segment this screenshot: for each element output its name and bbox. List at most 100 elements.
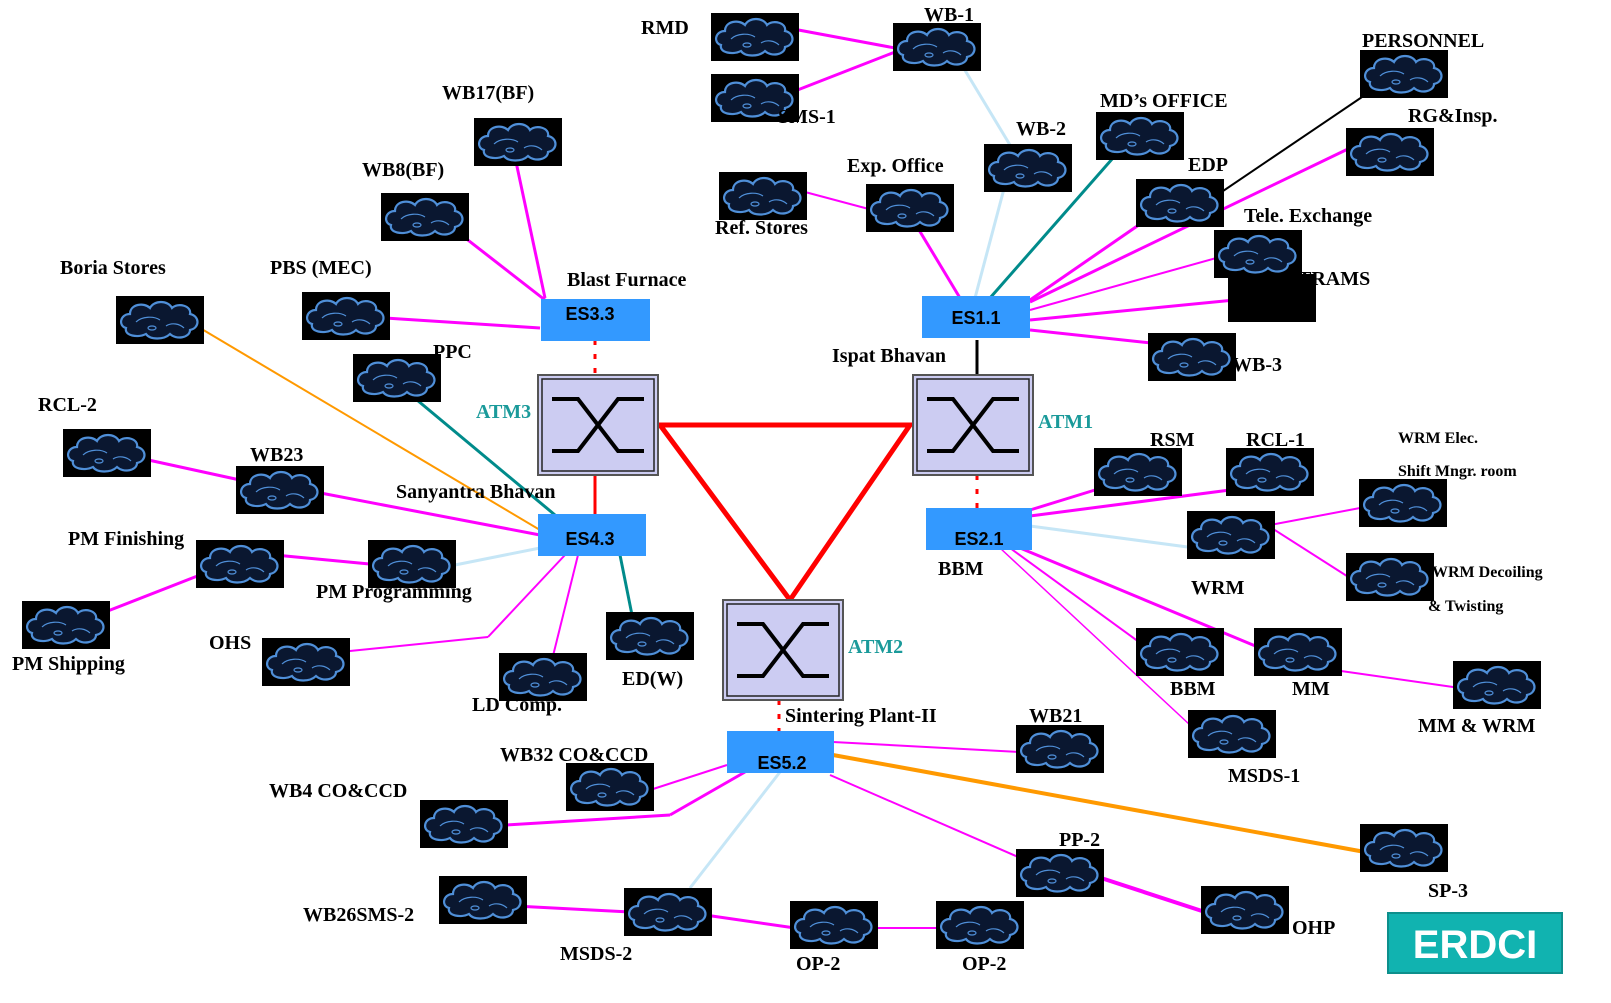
cloud-wb1-icon[interactable] (891, 21, 983, 73)
cloud-mds-office-icon[interactable] (1094, 110, 1186, 162)
cloud-wrm-icon[interactable] (1185, 509, 1277, 561)
cloud-wb26-icon[interactable] (437, 874, 529, 926)
cloud-boria-icon[interactable] (114, 294, 206, 346)
cloud-pm-shipping-icon[interactable] (20, 599, 112, 651)
cloud-ohs-icon[interactable] (260, 636, 352, 688)
label-wrm-decoiling: WRM Decoiling (1432, 564, 1543, 581)
cloud-rcl1-icon[interactable] (1224, 446, 1316, 498)
trams-node[interactable] (1228, 274, 1316, 322)
edge-switch-es33[interactable]: ES3.3 (541, 299, 650, 341)
atm-switch-3[interactable] (536, 373, 660, 477)
cloud-wb3-icon[interactable] (1146, 331, 1238, 383)
cloud-personnel-icon[interactable] (1358, 48, 1450, 100)
label-trams: TRAMS (1298, 268, 1370, 290)
cloud-op2b-icon[interactable] (934, 899, 1026, 951)
label-shift-mngr: Shift Mngr. room (1398, 463, 1517, 480)
label-rcl1: RCL-1 (1246, 429, 1305, 451)
cloud-mm-icon[interactable] (1252, 626, 1344, 678)
cloud-edw-icon[interactable] (604, 610, 696, 662)
cloud-wrm-elec-icon[interactable] (1357, 477, 1449, 529)
network-nodes (20, 11, 1543, 951)
cloud-wb23-icon[interactable] (234, 464, 326, 516)
svg-text:ES2.1: ES2.1 (954, 529, 1003, 549)
cloud-ppc-icon[interactable] (351, 352, 443, 404)
cloud-wb4-icon[interactable] (418, 798, 510, 850)
cloud-rmd-icon[interactable] (709, 11, 801, 63)
cloud-sp3-icon[interactable] (1358, 822, 1450, 874)
cloud-bbm-icon[interactable] (1134, 626, 1226, 678)
label-wrm-elec: WRM Elec. (1398, 430, 1478, 447)
label-wb1: WB-1 (924, 4, 974, 26)
logo-text: ERDCI (1413, 923, 1537, 967)
label-wb26: WB26SMS-2 (303, 904, 414, 926)
label-mm-wrm: MM & WRM (1418, 715, 1535, 737)
label-pbs: PBS (MEC) (270, 257, 372, 279)
cloud-rsm-icon[interactable] (1092, 446, 1184, 498)
label-pp2: PP-2 (1059, 829, 1100, 851)
cloud-ref-stores-icon[interactable] (717, 170, 809, 222)
atm-switch-1[interactable] (911, 373, 1035, 477)
cloud-pm-finishing-icon[interactable] (194, 538, 286, 590)
label-ppc: PPC (433, 341, 472, 363)
label-ohp: OHP (1292, 917, 1335, 939)
label-tele-exchange: Tele. Exchange (1244, 205, 1372, 227)
erdci-logo: ERDCI (1387, 912, 1563, 974)
edge-switch-es11[interactable]: ES1.1 (922, 296, 1030, 338)
cloud-wb21-icon[interactable] (1014, 723, 1106, 775)
label-sms1: SMS-1 (778, 106, 836, 128)
label-msds1: MSDS-1 (1228, 765, 1300, 787)
label-exp-office: Exp. Office (847, 155, 944, 177)
cloud-wrm-decoiling-icon[interactable] (1344, 551, 1436, 603)
backbone-ring (655, 422, 915, 605)
label-edp: EDP (1188, 154, 1228, 176)
atm3-label: ATM3 (476, 401, 531, 423)
label-wb8: WB8(BF) (362, 159, 444, 181)
label-rmd: RMD (641, 17, 689, 39)
cloud-op2a-icon[interactable] (788, 899, 880, 951)
cloud-edp-icon[interactable] (1134, 177, 1226, 229)
label-ld-comp: LD Comp. (472, 694, 562, 716)
label-ref-stores: Ref. Stores (715, 217, 808, 239)
cloud-tele-exchange-icon[interactable] (1212, 228, 1304, 280)
label-wb4: WB4 CO&CCD (269, 780, 407, 802)
label-personnel: PERSONNEL (1362, 30, 1484, 52)
cloud-msds2-icon[interactable] (622, 886, 714, 938)
label-mds-office: MD’s OFFICE (1100, 90, 1228, 112)
edge-switch-es43[interactable]: ES4.3 (538, 514, 646, 556)
atm2-label: ATM2 (848, 636, 903, 658)
svg-text:ES3.3: ES3.3 (565, 304, 614, 324)
label-bbm: BBM (1170, 678, 1216, 700)
edge-switch-es52[interactable]: ES5.2 (727, 731, 834, 773)
label-pm-shipping: PM Shipping (12, 653, 125, 675)
label-twisting: & Twisting (1428, 598, 1503, 615)
cloud-ohp-icon[interactable] (1199, 884, 1291, 936)
label-msds2: MSDS-2 (560, 943, 632, 965)
label-sp3: SP-3 (1428, 880, 1468, 902)
svg-text:ES5.2: ES5.2 (757, 753, 806, 773)
svg-text:ES1.1: ES1.1 (951, 308, 1000, 328)
atm1-label: ATM1 (1038, 411, 1093, 433)
site-label-sanyantra-bhavan: Sanyantra Bhavan (396, 481, 556, 503)
site-label-bbm: BBM (938, 558, 984, 580)
cloud-rg-insp-icon[interactable] (1344, 126, 1436, 178)
cloud-wb2-icon[interactable] (982, 142, 1074, 194)
label-edw: ED(W) (622, 668, 683, 690)
cloud-mm-wrm-icon[interactable] (1451, 659, 1543, 711)
site-label-sintering-plant: Sintering Plant-II (785, 705, 937, 727)
cloud-rcl2-icon[interactable] (61, 427, 153, 479)
cloud-wb8-icon[interactable] (379, 191, 471, 243)
cloud-pp2-icon[interactable] (1014, 847, 1106, 899)
cloud-exp-office-icon[interactable] (864, 182, 956, 234)
label-rg-insp: RG&Insp. (1408, 105, 1497, 127)
label-wb3: WB-3 (1232, 354, 1282, 376)
label-rsm: RSM (1150, 429, 1195, 451)
cloud-wb17-icon[interactable] (472, 116, 564, 168)
cloud-wb32-icon[interactable] (564, 761, 656, 813)
site-label-ispat-bhavan: Ispat Bhavan (832, 345, 946, 367)
cloud-pbs-icon[interactable] (300, 290, 392, 342)
label-wrm: WRM (1191, 577, 1244, 599)
edge-switch-es21[interactable]: ES2.1 (926, 508, 1032, 550)
atm-switch-2[interactable] (721, 598, 845, 702)
cloud-msds1-icon[interactable] (1186, 708, 1278, 760)
